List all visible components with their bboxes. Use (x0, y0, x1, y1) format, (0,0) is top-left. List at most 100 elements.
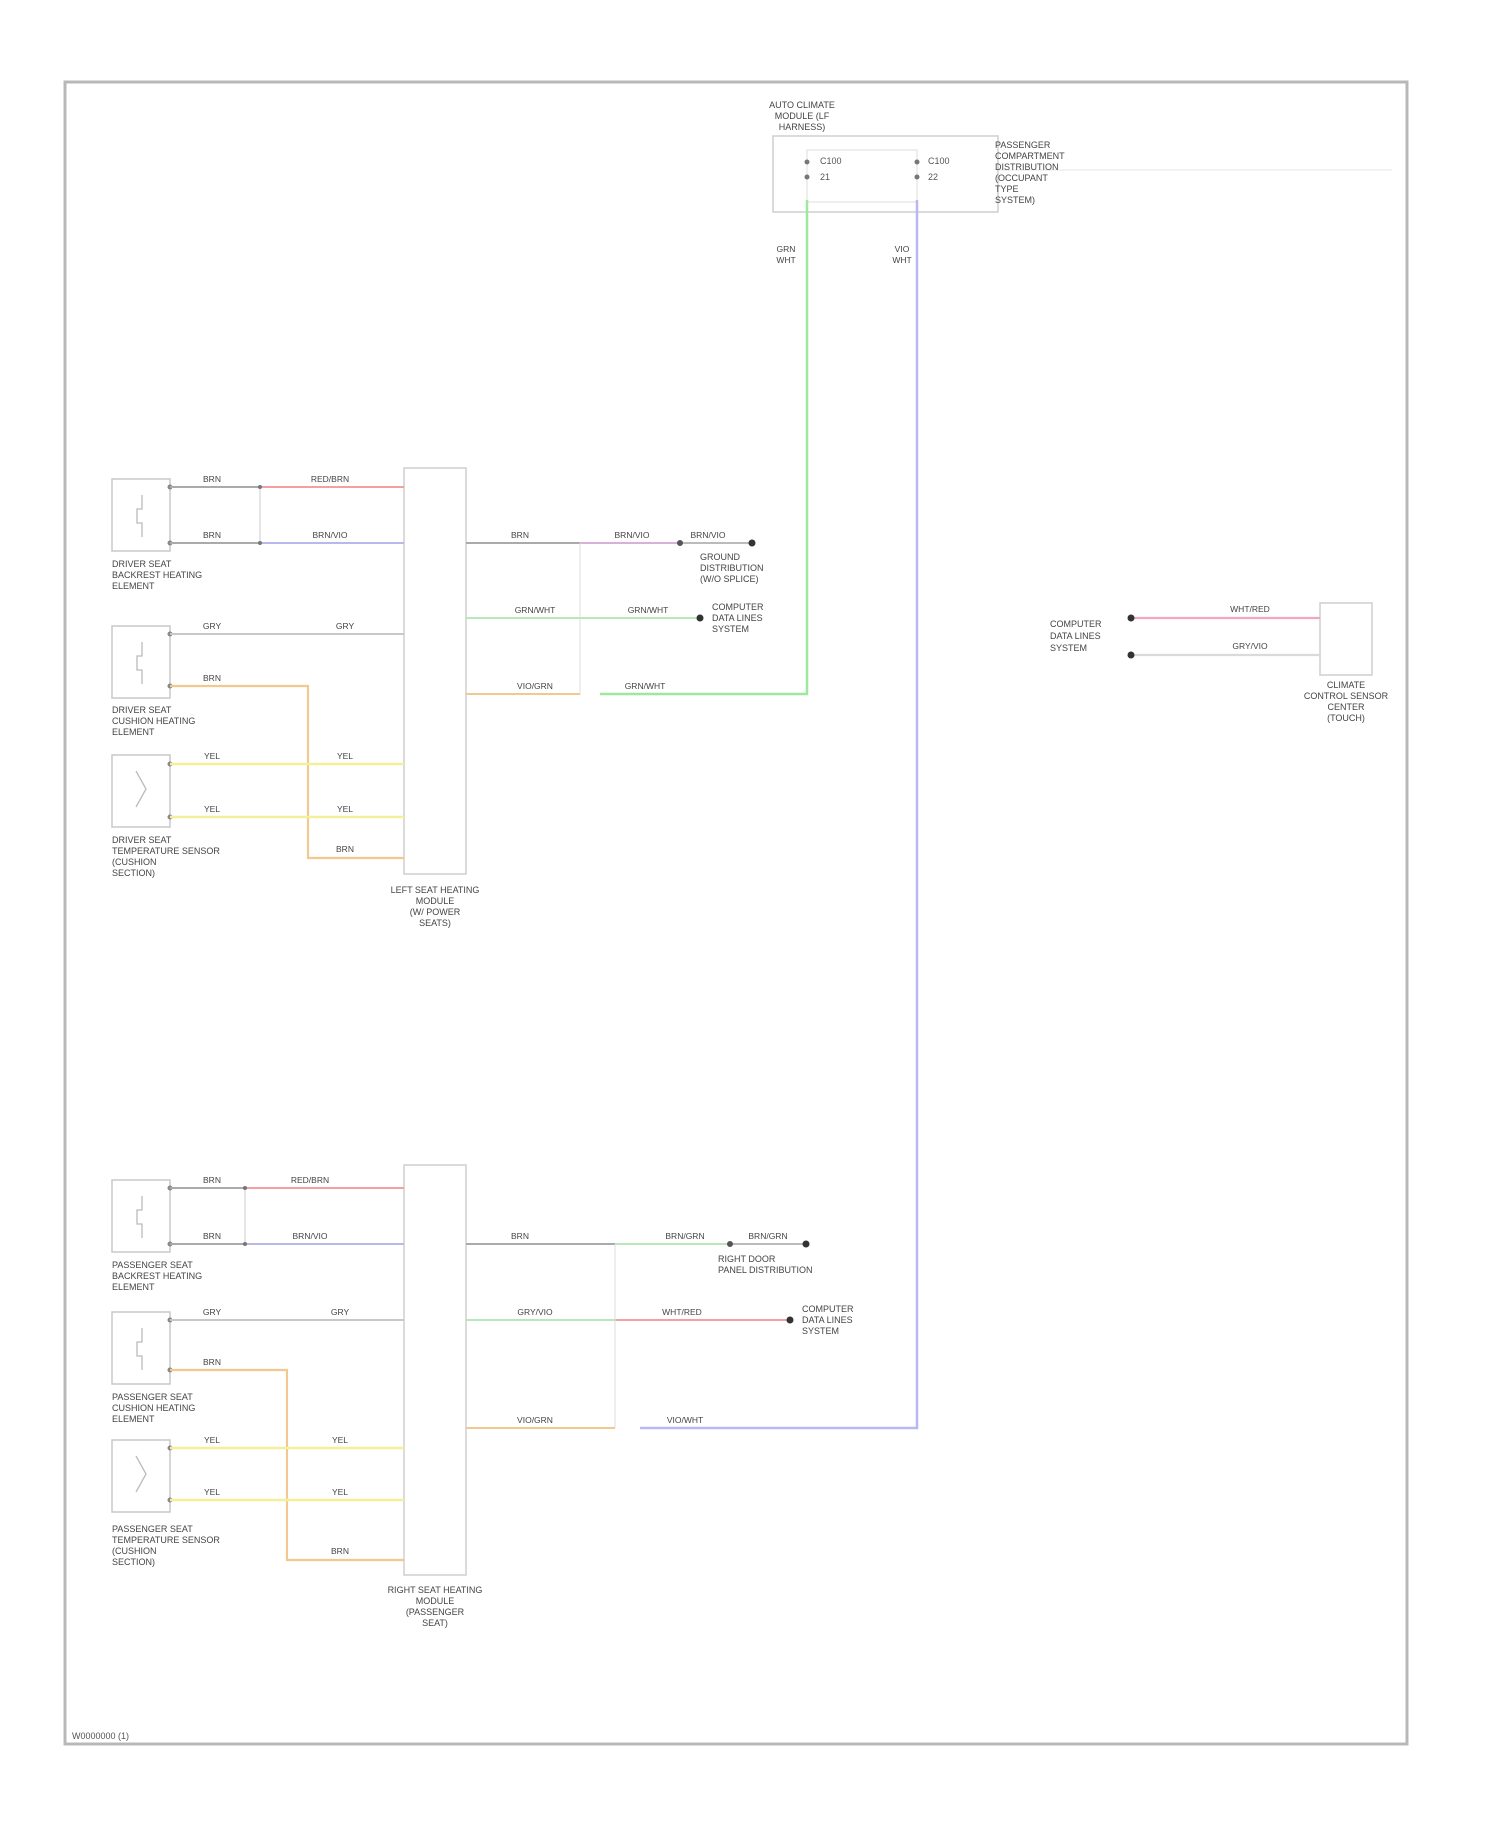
svg-text:SYSTEM): SYSTEM) (995, 195, 1035, 205)
svg-text:SYSTEM: SYSTEM (712, 624, 749, 634)
svg-text:DRIVER SEAT: DRIVER SEAT (112, 559, 172, 569)
svg-text:SYSTEM: SYSTEM (1050, 643, 1087, 653)
svg-text:(W/ POWER: (W/ POWER (410, 907, 461, 917)
svg-text:C100: C100 (928, 156, 950, 166)
svg-text:RED/BRN: RED/BRN (311, 474, 349, 484)
svg-text:PANEL DISTRIBUTION: PANEL DISTRIBUTION (718, 1265, 813, 1275)
svg-text:BRN/VIO: BRN/VIO (293, 1231, 328, 1241)
svg-text:BACKREST HEATING: BACKREST HEATING (112, 1271, 202, 1281)
svg-text:BRN: BRN (203, 1175, 221, 1185)
svg-text:(W/O SPLICE): (W/O SPLICE) (700, 574, 759, 584)
svg-text:CUSHION HEATING: CUSHION HEATING (112, 716, 195, 726)
svg-text:COMPUTER: COMPUTER (802, 1304, 854, 1314)
svg-text:RIGHT DOOR: RIGHT DOOR (718, 1254, 776, 1264)
svg-text:SEATS): SEATS) (419, 918, 451, 928)
svg-text:GRY: GRY (336, 621, 355, 631)
svg-text:YEL: YEL (204, 804, 220, 814)
svg-text:LEFT SEAT HEATING: LEFT SEAT HEATING (391, 885, 480, 895)
svg-text:GRY: GRY (203, 1307, 222, 1317)
svg-text:BRN: BRN (203, 1357, 221, 1367)
svg-text:VIO/GRN: VIO/GRN (517, 681, 553, 691)
svg-text:CLIMATE: CLIMATE (1327, 680, 1365, 690)
svg-text:(CUSHION: (CUSHION (112, 857, 157, 867)
svg-text:DISTRIBUTION: DISTRIBUTION (700, 563, 764, 573)
svg-text:VIO/GRN: VIO/GRN (517, 1415, 553, 1425)
svg-text:BRN: BRN (511, 530, 529, 540)
svg-text:21: 21 (820, 172, 830, 182)
svg-text:CUSHION HEATING: CUSHION HEATING (112, 1403, 195, 1413)
top-splice-label-1: AUTO CLIMATE (769, 100, 835, 110)
svg-text:BRN: BRN (331, 1546, 349, 1556)
svg-text:GROUND: GROUND (700, 552, 740, 562)
top-splice-label-3: HARNESS) (779, 122, 826, 132)
svg-text:BRN/GRN: BRN/GRN (665, 1231, 704, 1241)
svg-text:ELEMENT: ELEMENT (112, 1282, 155, 1292)
svg-text:DATA LINES: DATA LINES (802, 1315, 853, 1325)
wire-label-top-left-1: GRN (777, 244, 796, 254)
svg-text:YEL: YEL (337, 804, 353, 814)
svg-text:DATA LINES: DATA LINES (712, 613, 763, 623)
svg-text:DRIVER SEAT: DRIVER SEAT (112, 705, 172, 715)
svg-text:(CUSHION: (CUSHION (112, 1546, 157, 1556)
svg-text:YEL: YEL (332, 1435, 348, 1445)
svg-text:PASSENGER: PASSENGER (995, 140, 1051, 150)
svg-text:WHT/RED: WHT/RED (662, 1307, 702, 1317)
svg-text:RIGHT SEAT HEATING: RIGHT SEAT HEATING (388, 1585, 483, 1595)
svg-text:PASSENGER SEAT: PASSENGER SEAT (112, 1260, 193, 1270)
svg-text:GRN/WHT: GRN/WHT (515, 605, 556, 615)
svg-text:BRN: BRN (203, 474, 221, 484)
svg-text:C100: C100 (820, 156, 842, 166)
svg-text:TYPE: TYPE (995, 184, 1019, 194)
svg-text:YEL: YEL (204, 1435, 220, 1445)
svg-text:22: 22 (928, 172, 938, 182)
svg-text:COMPUTER: COMPUTER (712, 602, 764, 612)
wire-label-top-left-2: WHT (776, 255, 795, 265)
svg-text:BRN/VIO: BRN/VIO (691, 530, 726, 540)
top-splice-connector: C100 21 C100 22 AUTO CLIMATE MODULE (LF … (769, 100, 1392, 212)
svg-text:WHT/RED: WHT/RED (1230, 604, 1270, 614)
passenger-cushion-element: PASSENGER SEAT CUSHION HEATING ELEMENT (112, 1312, 195, 1424)
svg-text:GRY/VIO: GRY/VIO (1232, 641, 1268, 651)
diagram-border (65, 82, 1407, 1744)
svg-text:GRN/WHT: GRN/WHT (628, 605, 669, 615)
svg-text:COMPARTMENT: COMPARTMENT (995, 151, 1065, 161)
svg-text:PASSENGER SEAT: PASSENGER SEAT (112, 1524, 193, 1534)
passenger-distribution-label: PASSENGER COMPARTMENT DISTRIBUTION (OCCU… (995, 140, 1065, 205)
svg-text:BRN/GRN: BRN/GRN (748, 1231, 787, 1241)
svg-text:(PASSENGER: (PASSENGER (406, 1607, 465, 1617)
wire-label-top-right-1: VIO (895, 244, 910, 254)
svg-text:BRN: BRN (511, 1231, 529, 1241)
top-splice-label-2: MODULE (LF (775, 111, 830, 121)
svg-text:MODULE: MODULE (416, 1596, 455, 1606)
svg-text:BRN/VIO: BRN/VIO (615, 530, 650, 540)
svg-text:TEMPERATURE SENSOR: TEMPERATURE SENSOR (112, 1535, 220, 1545)
svg-text:YEL: YEL (337, 751, 353, 761)
svg-text:GRY: GRY (203, 621, 222, 631)
svg-text:BRN: BRN (336, 844, 354, 854)
svg-text:ELEMENT: ELEMENT (112, 1414, 155, 1424)
svg-text:VIO/WHT: VIO/WHT (667, 1415, 703, 1425)
svg-text:YEL: YEL (204, 751, 220, 761)
driver-cushion-element: DRIVER SEAT CUSHION HEATING ELEMENT (112, 626, 195, 737)
svg-text:ELEMENT: ELEMENT (112, 581, 155, 591)
wire-label-top-right-2: WHT (892, 255, 911, 265)
svg-text:(TOUCH): (TOUCH) (1327, 713, 1365, 723)
svg-text:YEL: YEL (204, 1487, 220, 1497)
svg-text:ELEMENT: ELEMENT (112, 727, 155, 737)
svg-text:DATA LINES: DATA LINES (1050, 631, 1101, 641)
svg-text:MODULE: MODULE (416, 896, 455, 906)
svg-text:SECTION): SECTION) (112, 1557, 155, 1567)
svg-text:GRY/VIO: GRY/VIO (517, 1307, 553, 1317)
svg-text:TEMPERATURE SENSOR: TEMPERATURE SENSOR (112, 846, 220, 856)
svg-text:BRN: BRN (203, 530, 221, 540)
svg-text:SEAT): SEAT) (422, 1618, 448, 1628)
svg-text:YEL: YEL (332, 1487, 348, 1497)
svg-text:RED/BRN: RED/BRN (291, 1175, 329, 1185)
svg-text:PASSENGER SEAT: PASSENGER SEAT (112, 1392, 193, 1402)
svg-text:DRIVER SEAT: DRIVER SEAT (112, 835, 172, 845)
passenger-backrest-element: PASSENGER SEAT BACKREST HEATING ELEMENT (112, 1180, 202, 1292)
wire-green-vertical (600, 200, 807, 694)
svg-text:COMPUTER: COMPUTER (1050, 619, 1102, 629)
svg-text:SECTION): SECTION) (112, 868, 155, 878)
